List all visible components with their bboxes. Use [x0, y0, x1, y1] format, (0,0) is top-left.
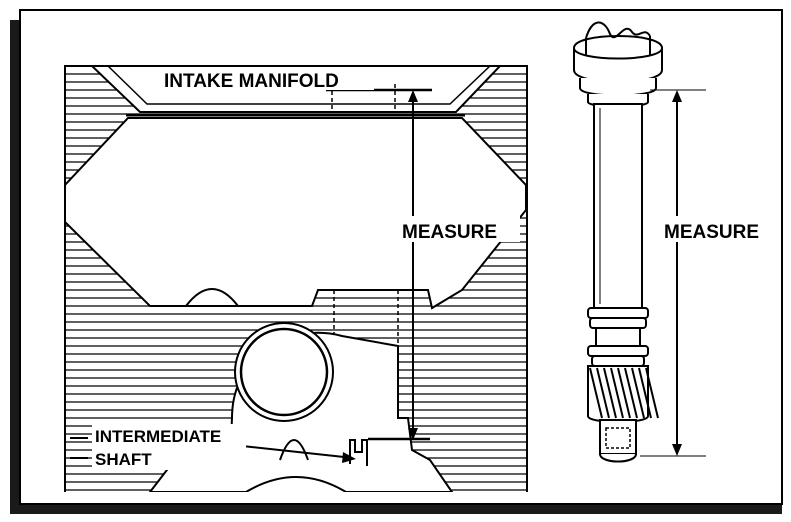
gear-teeth	[589, 367, 659, 419]
gear-tooth	[638, 367, 652, 419]
block-body	[65, 117, 527, 310]
shaft-label: SHAFT	[95, 450, 152, 469]
gear-tooth	[624, 367, 638, 419]
intermediate-label: INTERMEDIATE	[95, 427, 221, 446]
gear-tooth	[596, 367, 610, 419]
shaft-body	[593, 103, 643, 309]
measure-arrow-left	[408, 90, 418, 440]
gear-tooth	[610, 367, 624, 419]
intermediate-shaft-tip	[349, 439, 368, 466]
gear-tooth	[603, 367, 617, 419]
measure-label-right: MEASURE	[664, 222, 759, 243]
measure-label-left: MEASURE	[402, 222, 497, 243]
gear-tooth	[631, 367, 645, 419]
distributor-shaft	[573, 21, 663, 463]
gear-tooth	[645, 367, 659, 419]
gear-tooth	[589, 367, 603, 419]
engine-block-section	[65, 66, 527, 492]
intermediate-shaft-leader	[70, 437, 356, 463]
measure-arrow-right	[640, 89, 706, 457]
gear-tooth	[617, 367, 631, 419]
cam-bore-inner	[239, 327, 329, 417]
intake-manifold-label: INTAKE MANIFOLD	[164, 71, 339, 92]
